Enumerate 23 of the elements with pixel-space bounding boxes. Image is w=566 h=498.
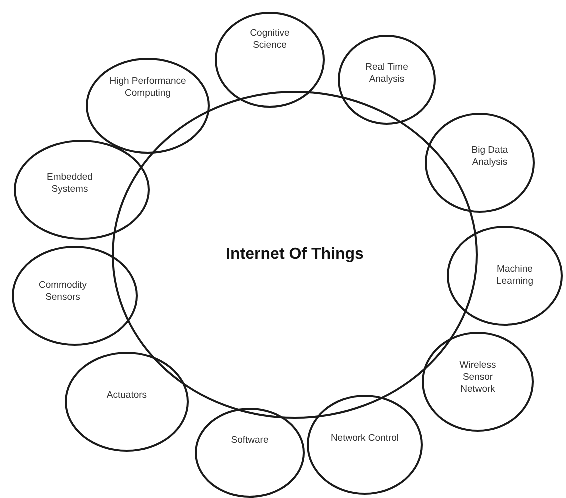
topic-ellipse (425, 113, 535, 213)
topic-label: Commodity Sensors (38, 280, 88, 304)
topic-ellipse (195, 408, 305, 498)
topic-label: Network Control (330, 433, 400, 445)
topic-label: Actuators (106, 390, 148, 402)
topic-label: Software (231, 435, 269, 447)
topic-ellipse (422, 332, 534, 432)
topic-label: Big Data Analysis (470, 145, 510, 169)
topic-label: Wireless Sensor Network (458, 360, 498, 396)
topic-ellipse (65, 352, 189, 452)
topic-label: Cognitive Science (249, 28, 291, 52)
topic-ellipse (338, 35, 436, 125)
title-label: Internet Of Things (226, 245, 364, 265)
topic-ellipse (86, 58, 210, 154)
topic-label: Machine Learning (496, 264, 534, 288)
topic-label: Real Time Analysis (364, 62, 410, 86)
topic-ellipse (215, 12, 325, 108)
topic-ellipse (307, 395, 423, 495)
topic-ellipse (12, 246, 138, 346)
topic-ellipse (447, 226, 563, 326)
topic-label: Embedded Systems (46, 172, 94, 196)
topic-label: High Performance Computing (108, 76, 188, 100)
topic-ellipse (14, 140, 150, 240)
